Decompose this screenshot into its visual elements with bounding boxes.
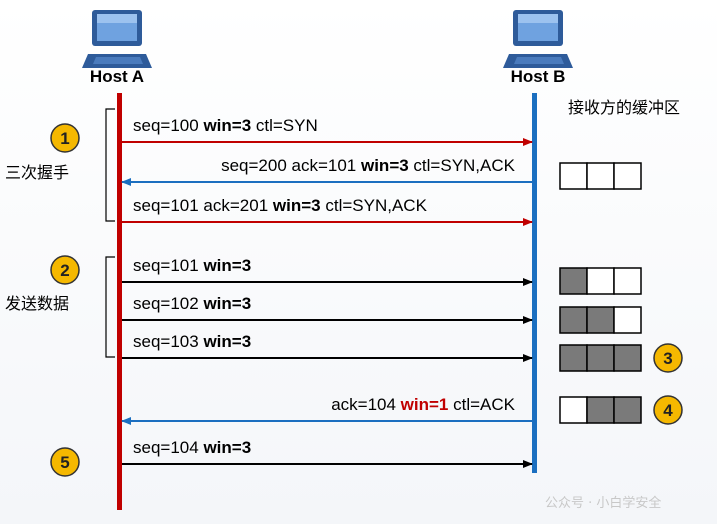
buffer-cell-filled (559, 267, 588, 295)
message-6: seq=103 win=3 (122, 332, 533, 362)
host-b-computer-icon (503, 10, 573, 68)
receive-buffer-2 (559, 267, 642, 295)
phase-badge-1: 1 (50, 123, 80, 153)
message-label-part: seq=200 ack=101 (221, 156, 361, 175)
buffer-cell-empty (586, 162, 615, 190)
phase-label-1: 三次握手 (5, 163, 69, 182)
buffer-cell-filled (586, 344, 615, 372)
message-label: seq=100 win=3 ctl=SYN (133, 116, 318, 135)
host-b-label: Host B (511, 67, 566, 86)
message-1: seq=100 win=3 ctl=SYN (122, 116, 533, 146)
message-7: ack=104 win=1 ctl=ACK (121, 395, 532, 425)
message-label: ack=104 win=1 ctl=ACK (331, 395, 515, 414)
receive-buffer-5 (559, 396, 642, 424)
host-a-computer-icon (82, 10, 152, 68)
buffer-cell-empty (559, 162, 588, 190)
message-label-part: ctl=ACK (448, 395, 515, 414)
buffer-cell-filled (559, 306, 588, 334)
message-4: seq=101 win=3 (122, 256, 533, 286)
message-label-part: win=3 (202, 294, 251, 313)
message-label-part: win=3 (202, 332, 251, 351)
buffer-cell-empty (613, 267, 642, 295)
buffer-badge-4-number: 4 (663, 401, 673, 420)
watermark: 公众号 · 小白学安全 (545, 495, 661, 511)
receive-buffer-4 (559, 344, 642, 372)
message-label: seq=103 win=3 (133, 332, 251, 351)
buffer-badge-3-number: 3 (663, 349, 672, 368)
phase-bracket-data (105, 256, 115, 358)
receive-buffer-3 (559, 306, 642, 334)
message-label-part: win=3 (202, 116, 251, 135)
message-label: seq=102 win=3 (133, 294, 251, 313)
message-label-part: win=3 (202, 438, 251, 457)
buffer-cell-empty (613, 162, 642, 190)
buffer-cell-filled (613, 396, 642, 424)
buffer-cell-empty (586, 267, 615, 295)
phase-badge-1-number: 1 (60, 129, 69, 148)
message-label-part: ctl=SYN,ACK (409, 156, 516, 175)
message-label: seq=200 ack=101 win=3 ctl=SYN,ACK (221, 156, 516, 175)
phase-badge-2-number: 2 (60, 261, 69, 280)
message-label-part: seq=101 (133, 256, 203, 275)
message-label-part: seq=103 (133, 332, 203, 351)
buffer-cell-empty (613, 306, 642, 334)
message-label: seq=104 win=3 (133, 438, 251, 457)
phase-bracket-handshake (105, 108, 115, 222)
message-label-part: seq=100 (133, 116, 203, 135)
host-a-label: Host A (90, 67, 144, 86)
receive-buffer-1 (559, 162, 642, 190)
host-b-lifeline (532, 93, 537, 473)
message-label: seq=101 ack=201 win=3 ctl=SYN,ACK (133, 196, 428, 215)
message-2: seq=200 ack=101 win=3 ctl=SYN,ACK (121, 156, 532, 186)
step-badge-5-number: 5 (60, 453, 69, 472)
message-8: seq=104 win=3 (122, 438, 533, 468)
message-label-part: win=3 (272, 196, 321, 215)
message-label-part: ctl=SYN,ACK (321, 196, 428, 215)
buffer-title: 接收方的缓冲区 (568, 98, 680, 117)
message-label-part: seq=101 ack=201 (133, 196, 273, 215)
buffer-badge-4: 4 (653, 395, 683, 425)
buffer-cell-filled (613, 344, 642, 372)
buffer-cell-filled (559, 344, 588, 372)
message-3: seq=101 ack=201 win=3 ctl=SYN,ACK (122, 196, 533, 226)
step-badge-5: 5 (50, 447, 80, 477)
message-label-part: win=3 (360, 156, 409, 175)
message-label-part: seq=104 (133, 438, 203, 457)
message-label-part: seq=102 (133, 294, 203, 313)
message-label-part: ctl=SYN (251, 116, 318, 135)
buffer-badge-3: 3 (653, 343, 683, 373)
buffer-cell-filled (586, 306, 615, 334)
buffer-cell-empty (559, 396, 588, 424)
buffer-cell-filled (586, 396, 615, 424)
phase-label-2: 发送数据 (5, 294, 69, 313)
message-label-part: win=3 (202, 256, 251, 275)
message-label-part: win=1 (400, 395, 449, 414)
message-5: seq=102 win=3 (122, 294, 533, 324)
message-label-part: ack=104 (331, 395, 400, 414)
phase-badge-2: 2 (50, 255, 80, 285)
message-label: seq=101 win=3 (133, 256, 251, 275)
host-a-lifeline (117, 93, 122, 510)
